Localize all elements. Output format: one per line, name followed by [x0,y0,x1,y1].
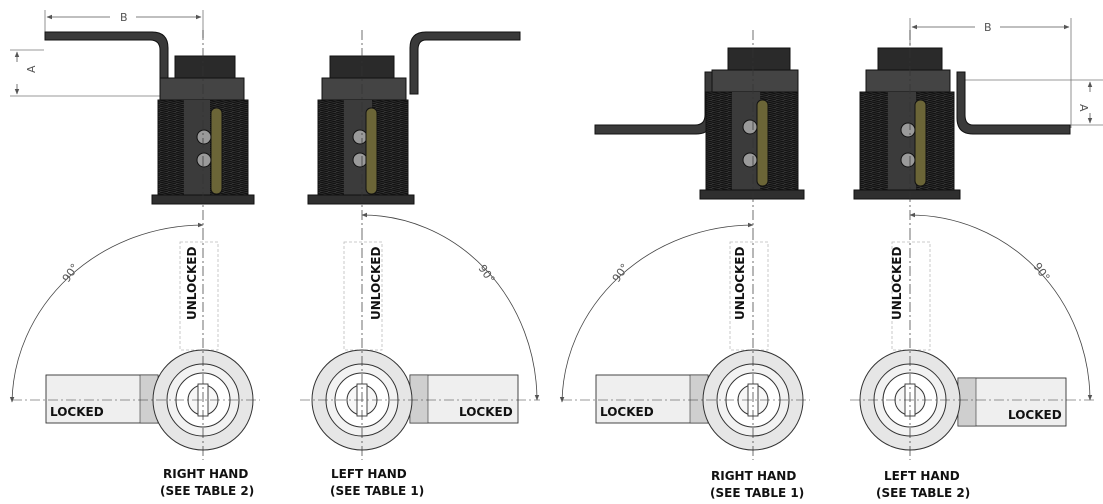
locked-label: LOCKED [1008,408,1062,422]
side-view-left-hand-left-pair [307,30,521,230]
unlocked-label: UNLOCKED [733,246,747,320]
view-caption-table: (SEE TABLE 1) [330,484,424,498]
front-view-left-hand-right-pair: 90° UNLOCKED LOCKED LEFT HAND (SEE TABLE… [850,212,1095,500]
side-view-right-hand-right-pair [594,30,805,230]
angle-label: 90° [60,261,82,284]
side-view-left-hand-right-pair: B A [853,18,1103,230]
angle-label: 90° [476,262,498,285]
dimension-a-label: A [25,65,38,73]
dimension-b-label: B [984,21,992,34]
locked-label: LOCKED [50,405,104,419]
unlocked-label: UNLOCKED [369,246,383,320]
front-view-left-hand-left-pair: 90° UNLOCKED LOCKED LEFT HAND (SEE TABLE… [300,212,540,498]
view-caption-table: (SEE TABLE 2) [876,486,970,500]
view-caption-table: (SEE TABLE 1) [710,486,804,500]
front-view-right-hand-left-pair: 90° UNLOCKED LOCKED RIGHT HAND (SEE TABL… [9,222,260,498]
unlocked-label: UNLOCKED [185,246,199,320]
angle-label: 90° [1031,260,1053,283]
front-view-right-hand-right-pair: 90° UNLOCKED LOCKED RIGHT HAND (SEE TABL… [559,222,810,500]
side-view-right-hand-left-pair: B A [10,10,255,230]
view-caption-title: LEFT HAND [884,469,960,483]
locked-label: LOCKED [459,405,513,419]
view-caption-table: (SEE TABLE 2) [160,484,254,498]
dimension-b-label: B [120,11,128,24]
angle-label: 90° [610,261,632,284]
view-caption-title: RIGHT HAND [163,467,248,481]
view-caption-title: LEFT HAND [331,467,407,481]
view-caption-title: RIGHT HAND [711,469,796,483]
locked-label: LOCKED [600,405,654,419]
dimension-a-label: A [1077,104,1090,112]
unlocked-label: UNLOCKED [890,246,904,320]
